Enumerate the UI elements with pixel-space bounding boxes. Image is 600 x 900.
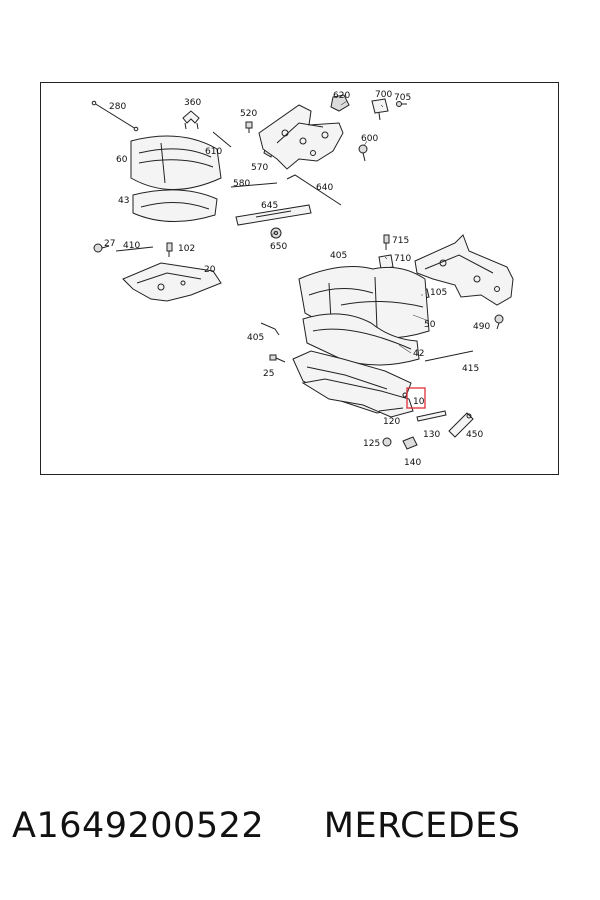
callout-125: 125: [363, 439, 380, 449]
part-number: A1649200522: [12, 806, 265, 846]
callout-415: 415: [462, 364, 479, 374]
callout-20: 20: [204, 265, 216, 275]
part-715-clip: [383, 234, 390, 250]
part-120-bar: [378, 407, 404, 412]
callout-42: 42: [413, 349, 424, 359]
callout-410: 410: [123, 241, 140, 251]
part-705-screw: [396, 101, 407, 107]
part-610-rod: [212, 131, 232, 148]
callout-405-top: 405: [330, 251, 347, 261]
part-frame-bracket: [258, 104, 344, 170]
seat-exploded-diagram: 280 360 520 620 700 705 600 60 610 570 5…: [91, 90, 514, 468]
callout-120: 120: [383, 417, 400, 427]
part-410-wire: [115, 246, 154, 252]
callout-610: 610: [205, 147, 222, 157]
part-right-frame: [414, 234, 514, 306]
callout-280: 280: [109, 102, 126, 112]
part-140-clip: [402, 436, 418, 450]
callout-715: 715: [392, 236, 409, 246]
callout-450: 450: [466, 430, 483, 440]
part-405-small-wire: [260, 322, 280, 336]
part-650-gear: [270, 227, 282, 239]
callout-600: 600: [361, 134, 378, 144]
callout-650: 650: [270, 242, 287, 252]
part-640-wire: [286, 174, 342, 206]
part-645-strip: [235, 204, 312, 226]
part-50-pad: [302, 313, 420, 366]
callout-labels: 280 360 520 620 700 705 600 60 610 570 5…: [104, 90, 490, 468]
part-520-bolt: [245, 121, 253, 133]
callout-705: 705: [394, 93, 411, 103]
brand-name: MERCEDES: [323, 806, 521, 846]
callout-490: 490: [473, 322, 490, 332]
parts-diagram-frame: 280 360 520 620 700 705 600 60 610 570 5…: [40, 82, 559, 475]
callout-10: 10: [413, 397, 425, 407]
callout-25: 25: [263, 369, 274, 379]
callout-405-bottom: 405: [247, 333, 264, 343]
part-43-pad: [132, 189, 218, 222]
highlight-box-10: [406, 387, 426, 409]
callout-50: 50: [424, 320, 436, 330]
callout-710: 710: [394, 254, 411, 264]
caption: A1649200522 MERCEDES: [12, 806, 592, 856]
callout-360: 360: [184, 98, 201, 108]
part-620-clip: [330, 94, 350, 112]
part-130-strip: [416, 410, 447, 422]
part-580-rod: [230, 182, 278, 188]
part-600-bolt: [358, 144, 368, 162]
part-60-cushion: [130, 135, 222, 190]
part-125-knob: [382, 437, 392, 447]
part-450-handle: [448, 412, 474, 438]
part-700-bracket: [371, 98, 389, 121]
callout-105: 105: [430, 288, 447, 298]
callout-580: 580: [233, 179, 250, 189]
callout-700: 700: [375, 90, 392, 100]
leader-lines: [270, 100, 430, 354]
callout-130: 130: [423, 430, 440, 440]
callout-60: 60: [116, 155, 128, 165]
callout-520: 520: [240, 109, 257, 119]
callout-570: 570: [251, 163, 268, 173]
part-102-clip: [166, 242, 173, 257]
part-20-base: [122, 262, 222, 302]
callout-620: 620: [333, 91, 350, 101]
callout-102: 102: [178, 244, 195, 254]
callout-645: 645: [261, 201, 278, 211]
callout-140: 140: [404, 458, 421, 468]
part-415-wire: [424, 350, 474, 362]
callout-640: 640: [316, 183, 333, 193]
part-490-bolt: [494, 314, 504, 330]
part-27-bolt: [93, 243, 110, 253]
part-710-bracket: [378, 254, 394, 270]
callout-27: 27: [104, 239, 115, 249]
part-360-bracket: [182, 110, 200, 130]
part-280-cable: [91, 100, 139, 132]
callout-43: 43: [118, 196, 129, 206]
part-25-bolt: [269, 354, 286, 363]
